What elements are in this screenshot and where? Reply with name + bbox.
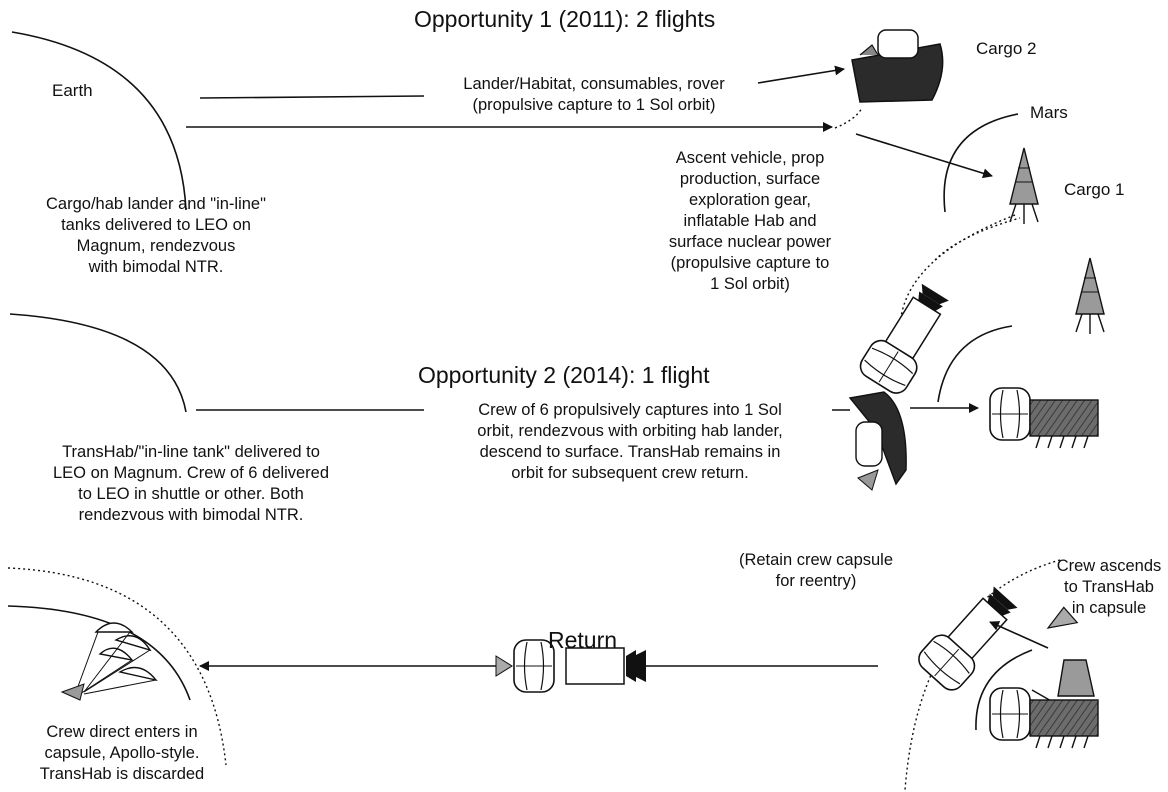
cargo2-payload-note: Lander/Habitat, consumables, rover(propu…	[463, 75, 725, 114]
mars-arc-3	[975, 649, 1033, 731]
mars-label: Mars	[1030, 103, 1068, 122]
opp1-leo-note: Cargo/hab lander and "in-line"tanks deli…	[46, 195, 266, 276]
transhab-orbit-1-icon	[856, 278, 957, 397]
heading-return: Return	[548, 627, 618, 653]
opp2-ascent-icon	[1075, 257, 1105, 335]
ascent-stage-icon	[1057, 659, 1095, 697]
opp2-hab-lander-icon	[990, 388, 1098, 448]
mars-orbit-2	[904, 559, 1061, 791]
crew-vehicle-capture-icon	[848, 391, 907, 491]
cargo1-descent	[855, 133, 993, 179]
earth-arc-3	[7, 605, 191, 701]
mars-arc-1	[943, 113, 1019, 213]
ascending-capsule-icon	[1046, 606, 1079, 629]
return-transhab-icon	[495, 639, 646, 693]
cargo2-lander-icon	[851, 29, 944, 103]
earth-label: Earth	[52, 81, 93, 100]
opp2-crew-note: Crew of 6 propulsively captures into 1 S…	[477, 401, 783, 482]
mars-arc-2	[937, 325, 1013, 403]
mars-orbit-1	[899, 214, 1016, 331]
heading-opportunity-2: Opportunity 2 (2014): 1 flight	[418, 362, 710, 388]
parachute-capsule-icon	[60, 622, 158, 701]
earth-arc-1	[11, 31, 187, 211]
earth-arc-2	[9, 313, 187, 413]
cargo1-ascent-icon	[1009, 147, 1039, 225]
cargo2-label: Cargo 2	[976, 39, 1037, 58]
cargo2-trajectory-a	[199, 95, 425, 99]
cargo2-trajectory-b	[757, 65, 845, 84]
earth-atmosphere-arc	[7, 567, 227, 766]
crew-ascent-arrow	[989, 621, 1049, 649]
heading-opportunity-1: Opportunity 1 (2011): 2 flights	[414, 6, 716, 32]
cargo1-label: Cargo 1	[1064, 180, 1125, 199]
